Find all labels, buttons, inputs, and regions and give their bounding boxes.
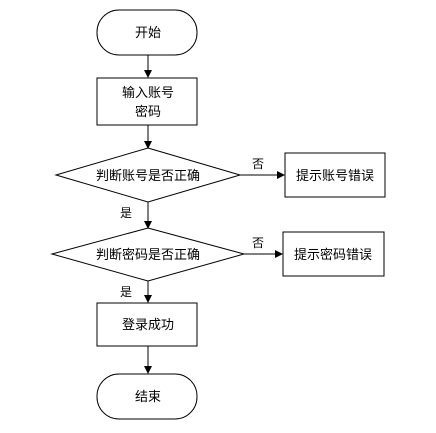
login-success-node: 登录成功	[96, 302, 198, 347]
account-yes-label: 是	[120, 206, 132, 220]
end-node-label: 结束	[135, 390, 161, 405]
check-password-label: 判断密码是否正确	[96, 247, 200, 263]
password-yes-label: 是	[120, 285, 132, 299]
account-error-label: 提示账号错误	[296, 168, 374, 184]
input-credentials-node: 输入账号 密码	[96, 77, 198, 126]
password-error-node: 提示密码错误	[282, 231, 385, 277]
password-error-label: 提示密码错误	[294, 247, 372, 263]
end-node: 结束	[96, 373, 198, 420]
account-no-label: 否	[252, 157, 264, 171]
account-error-node: 提示账号错误	[284, 152, 386, 198]
check-account-label: 判断账号是否正确	[96, 169, 200, 184]
input-credentials-label-line1: 输入账号	[122, 85, 174, 101]
check-account-decision: 判断账号是否正确	[54, 147, 242, 203]
password-no-label: 否	[252, 236, 264, 250]
login-success-label: 登录成功	[122, 318, 174, 333]
check-password-decision: 判断密码是否正确	[50, 227, 246, 282]
start-node-label: 开始	[135, 26, 161, 41]
input-credentials-label-line2: 密码	[135, 104, 161, 120]
start-node: 开始	[96, 9, 198, 56]
